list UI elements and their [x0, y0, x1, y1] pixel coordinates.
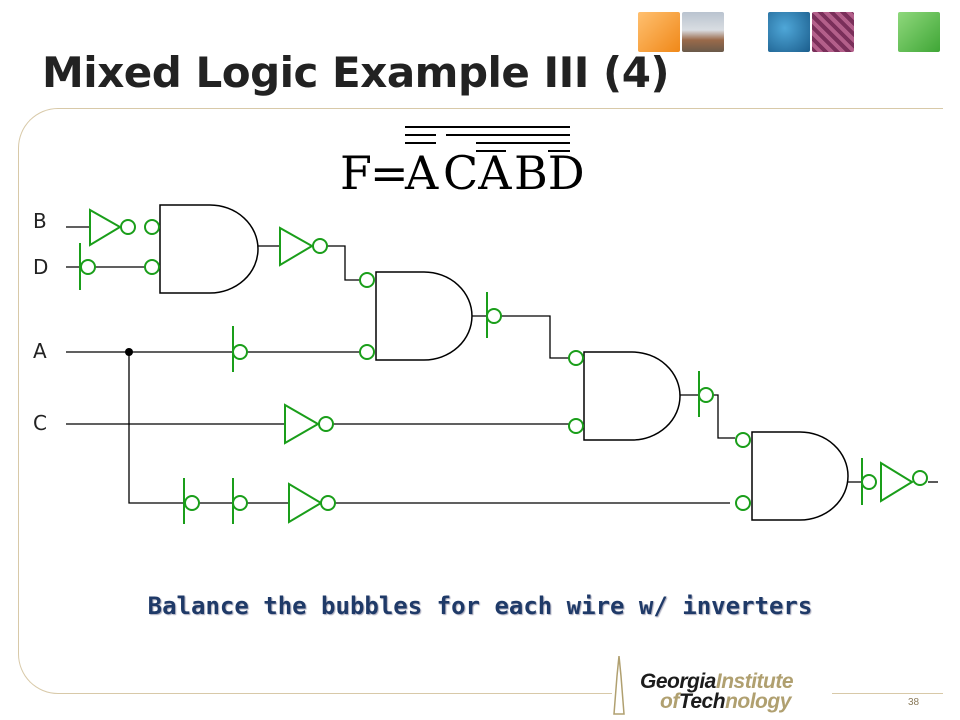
wire-a-branch — [128, 352, 730, 504]
and-gate-2 — [375, 271, 473, 361]
and-gates — [159, 204, 849, 521]
and-gate-1 — [159, 204, 259, 294]
equation-overbars — [405, 126, 570, 152]
header-thumbnail-green — [898, 12, 940, 52]
inverters-and-bubbles — [79, 208, 928, 524]
equation-term-a: A — [404, 146, 439, 200]
input-label-b: B — [33, 209, 47, 233]
slide-caption: Balance the bubbles for each wire w/ inv… — [147, 592, 813, 620]
slide-title: Mixed Logic Example III (4) — [42, 48, 670, 97]
gate4-input-bubble-top — [735, 432, 751, 448]
inverter-triangle-gate1-out — [279, 226, 314, 267]
gate3-input-bubble-top — [568, 350, 584, 366]
inverter-triangle-output — [880, 461, 914, 503]
content-frame — [18, 108, 943, 694]
input-label-c: C — [33, 411, 47, 435]
bubble-a — [232, 344, 248, 360]
header-thumbnail-chip — [812, 12, 854, 52]
inverter-bubble-gate1-out — [312, 238, 328, 254]
slide-number: 38 — [908, 697, 920, 708]
wire-gate2-to-gate3 — [470, 315, 570, 359]
equation-term-ca: CA — [443, 146, 512, 200]
gate3-input-bubble-c — [568, 418, 584, 434]
equation-lhs: F — [340, 146, 372, 200]
bubble-gate3-out — [698, 387, 714, 403]
inverter-bubble-branch — [320, 495, 336, 511]
gate2-input-bubble-a — [359, 344, 375, 360]
equation-term-bd: BD — [514, 146, 585, 200]
logo-of: of — [660, 690, 679, 713]
bubble-branch-2 — [232, 495, 248, 511]
logo-tech: Tech — [678, 690, 726, 713]
logo-georgia: Georgia — [640, 670, 716, 693]
logo-spire-icon — [613, 656, 625, 715]
header-thumbnail-orange — [638, 12, 680, 52]
junction-dot — [125, 348, 133, 356]
inverter-triangle-c — [284, 403, 321, 445]
inverter-bubble-output — [912, 470, 928, 486]
inverter-bubble-b — [120, 219, 136, 235]
gate1-input-bubble-d — [144, 259, 160, 275]
bubble-gate2-out — [486, 308, 502, 324]
boolean-equation: F = A CA BD — [340, 126, 585, 200]
equation-operator: = — [370, 146, 409, 200]
and-gate-3 — [583, 351, 681, 441]
header-thumbnail-photo — [682, 12, 724, 52]
input-label-d: D — [33, 255, 48, 279]
inverter-bubble-c — [318, 416, 334, 432]
bubble-gate4-out — [861, 474, 877, 490]
inverter-triangle-branch — [288, 482, 323, 524]
and-gate-4 — [751, 431, 849, 521]
bubble-d-left — [80, 259, 96, 275]
header-thumbnail-blue — [768, 12, 810, 52]
logo-institute: Institute — [715, 670, 794, 693]
wire-gate1-to-gate2 — [327, 245, 360, 281]
logo-nology: nology — [725, 690, 791, 713]
logo-text-line1: GeorgiaInstitute — [640, 670, 794, 694]
input-label-a: A — [33, 339, 47, 363]
gate2-input-bubble-top — [359, 272, 375, 288]
wires — [66, 226, 938, 504]
bubble-branch-1 — [184, 495, 200, 511]
gate1-input-bubble-b — [144, 219, 160, 235]
gate4-input-bubble-bottom — [735, 495, 751, 511]
logo-text-line2: ofTechnology — [660, 690, 791, 714]
inverter-triangle-b — [89, 208, 122, 247]
georgia-tech-logo — [612, 656, 832, 718]
